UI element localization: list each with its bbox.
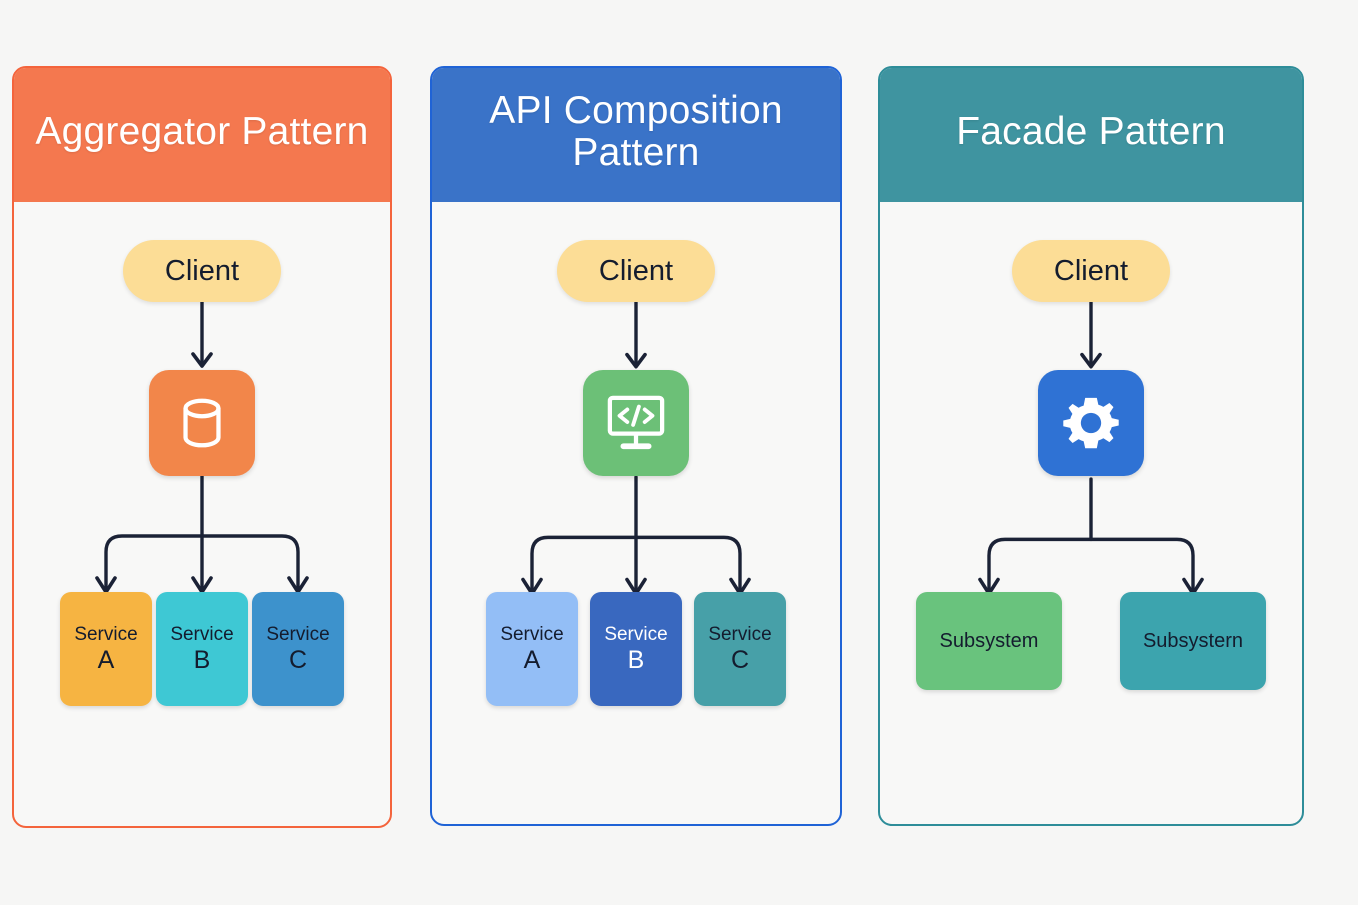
client-label: Client [164,254,240,287]
subsystem-node-2[interactable]: Subsystern [1120,592,1266,690]
code-monitor-icon [604,393,668,453]
service-label-line1: Service [266,624,330,646]
hub-node-code-monitor[interactable] [583,370,689,476]
panel-title-aggregator: Aggregator Pattern [35,109,369,153]
panel-body-facade: Client Subsystem Subsystern [880,202,1302,690]
subsystem-label: Subsystem [939,629,1039,652]
service-label-line1: Service [170,624,234,646]
gear-icon [1060,392,1122,454]
client-label: Client [1053,254,1129,287]
service-node-a[interactable]: Service A [60,592,152,706]
panel-title-api-composition: API Composition Pattern [489,88,783,174]
service-label-line2: B [193,645,211,674]
service-label-line1: Service [500,624,564,646]
panel-facade[interactable]: Facade Pattern Client [878,66,1304,826]
service-label-line1: Service [708,624,772,646]
service-label-line2: A [97,645,115,674]
hub-node-database[interactable] [149,370,255,476]
service-node-b[interactable]: Service B [156,592,248,706]
service-node-c[interactable]: Service C [252,592,344,706]
subsystem-node-1[interactable]: Subsystem [916,592,1062,690]
panel-api-composition[interactable]: API Composition Pattern Client [430,66,842,826]
client-label: Client [598,254,674,287]
client-node-api-composition[interactable]: Client [557,240,715,302]
panel-header-aggregator: Aggregator Pattern [14,68,390,202]
panel-header-api-composition: API Composition Pattern [432,68,840,202]
service-label-line2: B [627,645,645,674]
service-label-line2: C [288,645,308,674]
panel-aggregator[interactable]: Aggregator Pattern Client [12,66,392,828]
service-label-line2: C [730,645,750,674]
service-label-line2: A [523,645,541,674]
service-node-c[interactable]: Service C [694,592,786,706]
client-node-aggregator[interactable]: Client [123,240,281,302]
subsystem-label: Subsystern [1142,629,1244,652]
hub-node-gear[interactable] [1038,370,1144,476]
panel-body-aggregator: Client Service A Service B Service [14,202,390,706]
panel-body-api-composition: Client Service A [432,202,840,706]
database-icon [171,392,233,454]
panel-title-facade: Facade Pattern [956,109,1226,153]
client-node-facade[interactable]: Client [1012,240,1170,302]
service-label-line1: Service [604,624,668,646]
service-node-b[interactable]: Service B [590,592,682,706]
panel-header-facade: Facade Pattern [880,68,1302,202]
service-label-line1: Service [74,624,138,646]
service-node-a[interactable]: Service A [486,592,578,706]
